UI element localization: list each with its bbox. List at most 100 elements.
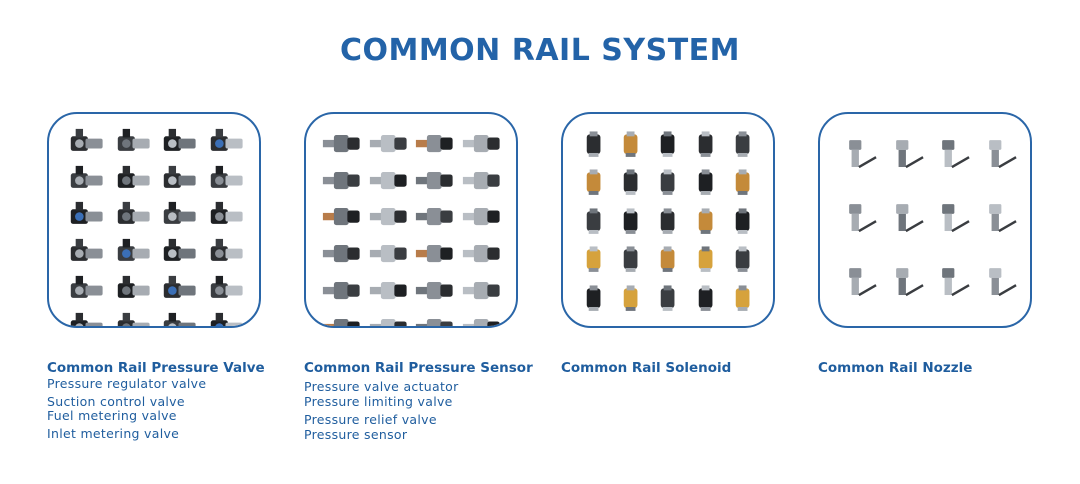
- valve-thumbnail: [201, 234, 248, 271]
- solenoid-thumbnail: [687, 239, 724, 277]
- category-title-pressure-sensor[interactable]: Common Rail Pressure Sensor: [304, 360, 533, 376]
- list-item: Pressure sensor: [304, 427, 408, 442]
- sensor-thumbnail: [318, 124, 365, 161]
- solenoid-thumbnail: [612, 278, 649, 316]
- valve-thumbnail: [154, 234, 201, 271]
- nozzle-thumbnail: [879, 252, 926, 316]
- sensor-thumbnail: [411, 234, 458, 271]
- product-image-solenoid[interactable]: [561, 112, 775, 328]
- valve-thumbnail: [108, 271, 155, 308]
- valve-thumbnail: [154, 161, 201, 198]
- valve-thumbnail: [61, 161, 108, 198]
- nozzle-thumbnail: [879, 188, 926, 252]
- sensor-thumbnail: [458, 308, 505, 326]
- solenoid-thumbnail: [649, 124, 686, 162]
- product-image-pressure-valve[interactable]: [47, 112, 261, 328]
- nozzle-thumbnail: [925, 124, 972, 188]
- list-item: Fuel metering valve: [47, 408, 177, 423]
- valve-thumbnail: [154, 271, 201, 308]
- sensor-thumbnail: [458, 161, 505, 198]
- sensor-thumbnail: [411, 124, 458, 161]
- nozzle-thumbnail: [972, 124, 1019, 188]
- valve-thumbnail: [154, 124, 201, 161]
- product-image-nozzle[interactable]: [818, 112, 1032, 328]
- page-title: COMMON RAIL SYSTEM: [339, 33, 741, 68]
- valve-thumbnail: [61, 197, 108, 234]
- nozzle-thumbnail: [972, 252, 1019, 316]
- solenoid-thumbnail: [687, 162, 724, 200]
- sensor-thumbnail: [365, 271, 412, 308]
- sensor-thumbnail: [365, 234, 412, 271]
- solenoid-thumbnail: [724, 162, 761, 200]
- list-item: Pressure regulator valve: [47, 376, 207, 391]
- sensor-thumbnail: [365, 124, 412, 161]
- valve-thumbnail: [108, 197, 155, 234]
- sensor-thumbnail: [458, 271, 505, 308]
- valve-thumbnail: [201, 197, 248, 234]
- solenoid-thumbnail: [687, 124, 724, 162]
- solenoid-thumbnail: [724, 239, 761, 277]
- solenoid-thumbnail: [612, 201, 649, 239]
- solenoid-thumbnail: [649, 201, 686, 239]
- solenoid-thumbnail: [724, 201, 761, 239]
- valve-thumbnail: [201, 161, 248, 198]
- sensor-thumbnail: [365, 308, 412, 326]
- valve-thumbnail: [61, 308, 108, 326]
- sensor-thumbnail: [318, 234, 365, 271]
- solenoid-thumbnail: [724, 124, 761, 162]
- sensor-thumbnail: [318, 308, 365, 326]
- solenoid-thumbnail: [649, 278, 686, 316]
- solenoid-thumbnail: [575, 162, 612, 200]
- valve-thumbnail: [154, 197, 201, 234]
- valve-thumbnail: [201, 124, 248, 161]
- solenoid-thumbnail: [575, 201, 612, 239]
- list-item: Inlet metering valve: [47, 426, 180, 441]
- solenoid-thumbnail: [575, 124, 612, 162]
- list-item: Suction control valve: [47, 394, 185, 409]
- product-image-pressure-sensor[interactable]: [304, 112, 518, 328]
- valve-thumbnail: [61, 124, 108, 161]
- valve-thumbnail: [108, 234, 155, 271]
- category-title-solenoid[interactable]: Common Rail Solenoid: [561, 360, 732, 376]
- valve-thumbnail: [108, 124, 155, 161]
- nozzle-thumbnail: [972, 188, 1019, 252]
- solenoid-thumbnail: [612, 162, 649, 200]
- valve-thumbnail: [154, 308, 201, 326]
- solenoid-thumbnail: [649, 239, 686, 277]
- nozzle-thumbnail: [832, 252, 879, 316]
- solenoid-parts-grid: [575, 124, 761, 316]
- solenoid-thumbnail: [687, 201, 724, 239]
- nozzle-thumbnail: [832, 188, 879, 252]
- sensor-thumbnail: [458, 234, 505, 271]
- sensor-thumbnail: [411, 161, 458, 198]
- sensor-thumbnail: [411, 308, 458, 326]
- nozzle-thumbnail: [879, 124, 926, 188]
- list-item: Pressure relief valve: [304, 412, 437, 427]
- solenoid-thumbnail: [724, 278, 761, 316]
- solenoid-thumbnail: [612, 239, 649, 277]
- valve-thumbnail: [201, 271, 248, 308]
- nozzle-thumbnail: [832, 124, 879, 188]
- sensor-thumbnail: [365, 197, 412, 234]
- nozzle-thumbnail: [925, 188, 972, 252]
- category-title-pressure-valve[interactable]: Common Rail Pressure Valve: [47, 360, 265, 376]
- list-item: Pressure limiting valve: [304, 394, 453, 409]
- sensor-thumbnail: [365, 161, 412, 198]
- valve-thumbnail: [108, 308, 155, 326]
- sensor-thumbnail: [458, 197, 505, 234]
- solenoid-thumbnail: [649, 162, 686, 200]
- category-title-nozzle[interactable]: Common Rail Nozzle: [818, 360, 973, 376]
- nozzle-thumbnail: [925, 252, 972, 316]
- sensor-thumbnail: [411, 271, 458, 308]
- pressure-sensor-parts-grid: [318, 124, 505, 326]
- nozzle-parts-grid: [832, 124, 1018, 316]
- pressure-valve-parts-grid: [61, 124, 248, 326]
- sensor-thumbnail: [318, 197, 365, 234]
- solenoid-thumbnail: [575, 239, 612, 277]
- list-item: Pressure valve actuator: [304, 379, 459, 394]
- valve-thumbnail: [61, 234, 108, 271]
- valve-thumbnail: [201, 308, 248, 326]
- solenoid-thumbnail: [687, 278, 724, 316]
- valve-thumbnail: [108, 161, 155, 198]
- sensor-thumbnail: [318, 161, 365, 198]
